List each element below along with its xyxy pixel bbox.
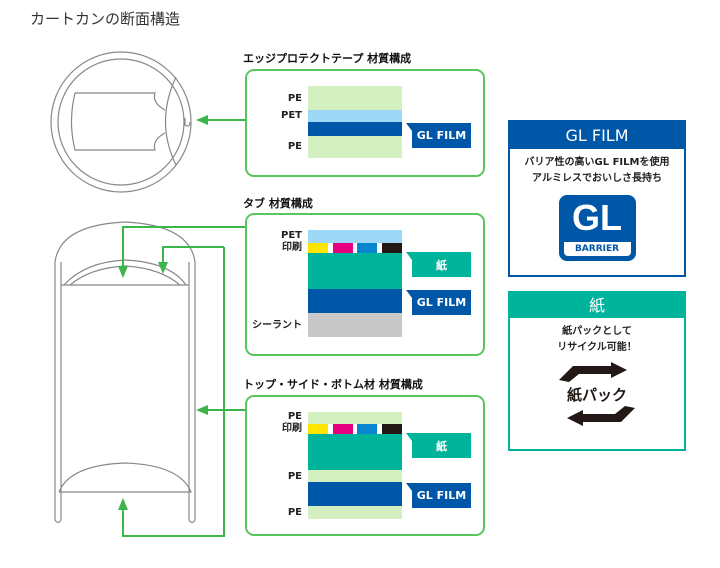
paper-panel: 紙 紙パックとしてリサイクル可能！ 紙パック	[508, 291, 686, 451]
paper-pack-logo-text: 紙パック	[566, 386, 627, 404]
label-pe: PE	[287, 471, 302, 482]
arrow-heads	[118, 115, 208, 510]
paper-panel-line2: リサイクル可能！	[557, 342, 637, 353]
connector-lines	[122, 119, 245, 537]
tag-gl-film: GL FILM	[406, 483, 471, 508]
tag-paper: 紙	[406, 252, 471, 277]
page-title: カートカンの断面構造	[30, 10, 181, 28]
layer-print	[308, 243, 402, 253]
paper-panel-line1: 紙パックとして	[562, 326, 632, 337]
label-pe: PE	[287, 411, 302, 422]
layer-pe	[308, 136, 402, 158]
gl-logo-text: GL	[572, 197, 622, 238]
label-pe: PE	[287, 93, 302, 104]
gl-panel-line2: アルミレスでおいしさ長持ち	[532, 173, 662, 184]
tag-gl-film: GL FILM	[406, 290, 471, 315]
recycle-arrows-icon	[559, 362, 635, 426]
layer-gl-film	[308, 289, 402, 313]
section-title-edge-tape: エッジプロテクトテープ 材質構成	[243, 52, 412, 65]
gl-panel-text: バリア性の高いGL FILMを使用アルミレスでおいしさ長持ち	[510, 155, 684, 187]
layer-gl-film	[308, 122, 402, 136]
section-title-tab: タブ 材質構成	[243, 197, 313, 210]
paper-panel-header: 紙	[510, 293, 684, 318]
label-pe: PE	[287, 141, 302, 152]
label-pet: PET	[281, 110, 302, 121]
layer-pe	[308, 86, 402, 110]
gl-panel-line1: バリア性の高いGL FILMを使用	[524, 157, 670, 168]
gl-panel-header: GL FILM	[510, 122, 684, 149]
can-top-view	[50, 51, 192, 193]
tab-box	[245, 213, 485, 356]
paper-panel-text: 紙パックとしてリサイクル可能！	[510, 324, 684, 356]
gl-film-panel: GL FILM バリア性の高いGL FILMを使用アルミレスでおいしさ長持ち G…	[508, 120, 686, 277]
body-box	[245, 395, 485, 536]
label-sealant: シーラント	[252, 320, 302, 331]
label-pe: PE	[287, 507, 302, 518]
tag-gl-film: GL FILM	[406, 123, 471, 148]
label-print: 印刷	[282, 242, 302, 253]
layer-paper	[308, 253, 402, 289]
layer-sealant	[308, 313, 402, 337]
layer-pe	[308, 506, 402, 519]
paper-pack-recycle-logo: 紙パック	[555, 362, 639, 426]
gl-logo-sub: BARRIER	[563, 242, 631, 256]
layer-pe	[308, 412, 402, 424]
tag-paper: 紙	[406, 433, 471, 458]
layer-print	[308, 424, 402, 434]
section-title-body: トップ・サイド・ボトム材 材質構成	[243, 378, 423, 391]
edge-tape-box	[245, 69, 485, 177]
gl-barrier-logo: GL BARRIER	[558, 195, 636, 261]
label-pet: PET	[281, 230, 302, 241]
layer-pe	[308, 470, 402, 482]
layer-gl-film	[308, 482, 402, 506]
layer-pet	[308, 230, 402, 243]
label-print: 印刷	[282, 423, 302, 434]
layer-paper	[308, 434, 402, 470]
layer-pet	[308, 110, 402, 122]
